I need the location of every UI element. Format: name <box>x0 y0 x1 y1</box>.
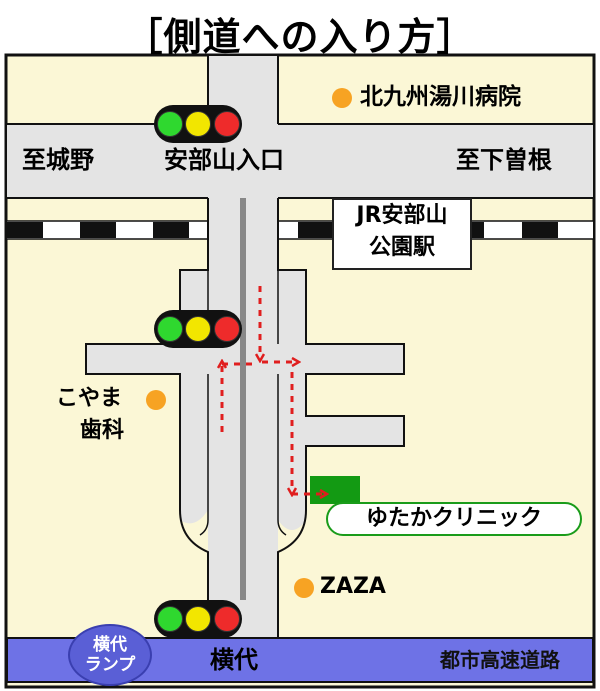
orange-dot-icon <box>294 578 314 598</box>
station-line2: 公園駅 <box>368 235 435 260</box>
koyama-label-line2: 歯科 <box>80 418 125 443</box>
jr-station-label: JR安部山 公園駅 <box>332 198 472 270</box>
orange-dot-icon <box>146 390 166 410</box>
traffic-light-icon <box>154 600 242 638</box>
railway-line <box>7 220 593 240</box>
ramp-line2: ランプ <box>84 655 136 675</box>
zaza-label: ZAZA <box>320 574 386 599</box>
yutaka-clinic-label: ゆたかクリニック <box>326 502 582 536</box>
ramp-line1: 横代 <box>93 635 127 655</box>
expressway-label: 都市高速道路 <box>440 648 560 672</box>
yokoshiro-ramp-badge: 横代 ランプ <box>68 624 152 686</box>
yutaka-clinic-marker <box>310 476 360 504</box>
to-jono-label: 至城野 <box>22 146 94 174</box>
page-title: ［側道への入り方］ <box>124 15 476 59</box>
traffic-light-icon <box>154 105 242 143</box>
abeyama-entrance-label: 安部山入口 <box>164 146 284 174</box>
route-arrows <box>222 286 324 494</box>
orange-dot-icon <box>332 88 352 108</box>
station-line1: JR安部山 <box>356 203 448 228</box>
to-shimosone-label: 至下曽根 <box>456 146 552 174</box>
hospital-label: 北九州湯川病院 <box>360 84 521 110</box>
koyama-label-line1: こやま <box>56 386 123 411</box>
traffic-light-icon <box>154 310 242 348</box>
yokoshiro-label: 横代 <box>210 646 258 674</box>
main-road <box>7 124 593 198</box>
